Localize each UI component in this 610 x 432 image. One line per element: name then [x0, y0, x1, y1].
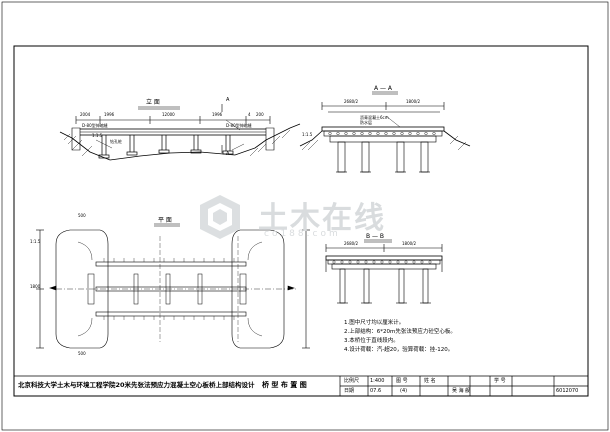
cut-mark-a-bottom: A: [226, 151, 230, 157]
elevation-dim-4: 1996: [212, 112, 223, 117]
section-a-slope-label: 1:1.5: [302, 132, 313, 137]
plan-dim-bottom: 500: [78, 351, 86, 356]
date-value: 07.6: [370, 388, 382, 394]
pile-label: 钻孔桩: [110, 139, 122, 144]
note-line: 4.设计荷载：汽-超20，验算荷载：挂-120。: [344, 347, 454, 353]
student-number-label: 学 号: [494, 378, 506, 384]
elevation-dim-1: 2004: [80, 112, 91, 117]
section-b-title: B — B: [366, 233, 385, 240]
deck-note-1: 沥青混凝土6cm: [360, 115, 389, 120]
section-b-view: [325, 239, 443, 304]
watermark-subtext: co188.com: [264, 229, 341, 239]
watermark-text: 土木在线: [258, 201, 386, 236]
note-line: 1.图中尺寸均以厘米计。: [344, 320, 405, 326]
plan-dim-top: 500: [78, 213, 86, 218]
note-line: 2.上部结构：6*20m先张法预应力砼空心板。: [344, 329, 456, 335]
expansion-joint-left: D-80型伸缩缝: [82, 123, 108, 128]
elevation-view: [59, 106, 301, 161]
elevation-dim-5: 4: [248, 112, 251, 117]
figure-number-label: 图 号: [396, 378, 408, 384]
section-a-dim-left: 2680/2: [344, 99, 359, 104]
project-title: 北京科技大学土木与环境工程学院20米先张法预应力混凝土空心板桥上部结构设计: [18, 381, 255, 389]
name-label: 姓 名: [424, 378, 436, 384]
scale-value: 1:400: [370, 378, 385, 384]
elevation-title: 立 面: [146, 99, 160, 106]
scale-label: 比例尺: [344, 378, 360, 384]
cut-mark-a-top: A: [226, 97, 230, 103]
elevation-slope-label: 1:1.5: [92, 133, 103, 138]
elevation-dim-3: 12000: [162, 112, 175, 117]
section-b-dim-left: 2680/2: [344, 241, 359, 246]
section-a-view: [299, 91, 471, 173]
plan-view: [36, 223, 310, 349]
section-a-title: A — A: [374, 85, 393, 92]
section-a-dim-right: 1800/2: [406, 99, 421, 104]
date-label: 日期: [344, 388, 355, 394]
title-block: [14, 375, 588, 396]
drawing-frame: [13, 45, 589, 397]
plan-dim-side: 1:1.5: [30, 239, 41, 244]
drawing-name: 桥 型 布 置 图: [262, 381, 307, 389]
expansion-joint-right: D-80型伸缩缝: [226, 123, 252, 128]
plan-title: 平 面: [158, 217, 172, 224]
elevation-dim-6: 200: [256, 112, 264, 117]
deck-note-2: 防水层: [360, 120, 372, 125]
figure-number-value: (4): [400, 388, 408, 394]
design-notes: 1.图中尺寸均以厘米计。 2.上部结构：6*20m先张法预应力砼空心板。 3.本…: [344, 319, 534, 355]
plan-dim-width: 1800: [30, 284, 41, 289]
name-value: 吴 海 舰: [452, 388, 471, 394]
elevation-dim-2: 1996: [104, 112, 115, 117]
section-b-dim-right: 1800/2: [402, 241, 417, 246]
watermark-logo-icon: [200, 195, 240, 239]
student-number-value: 6012070: [556, 388, 579, 394]
note-line: 3.本桥位于直线段内。: [344, 338, 399, 344]
